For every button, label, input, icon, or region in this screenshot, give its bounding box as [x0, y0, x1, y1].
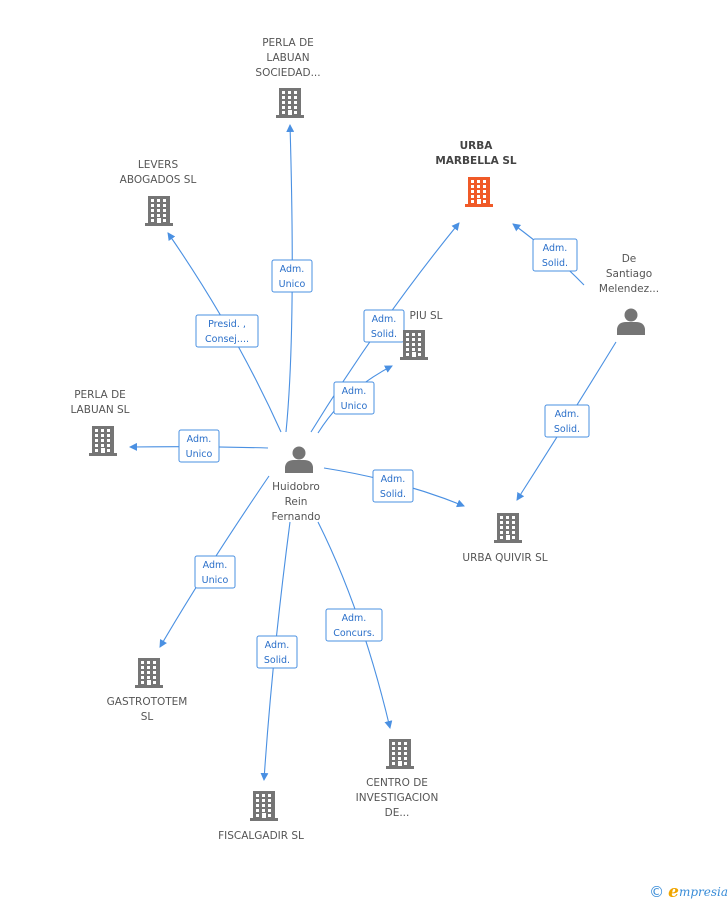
node-label: PIU SL — [410, 310, 443, 322]
role-box-frame — [195, 314, 259, 348]
role-label: Adm. — [342, 386, 367, 397]
role-box-centro_investigacion[interactable]: Adm. Concurs. — [325, 608, 383, 642]
role-label: Solid. — [264, 655, 290, 666]
role-label: Consej.... — [205, 334, 249, 345]
brand-logo-e: e — [668, 882, 679, 902]
node-piu[interactable]: PIU SL — [400, 310, 443, 360]
role-label: Adm. — [555, 409, 580, 420]
role-box-piu[interactable]: Adm. Unico — [333, 381, 375, 415]
node-label: Fernando — [272, 511, 321, 523]
role-box-urba_marbella[interactable]: Adm. Solid. — [363, 309, 405, 343]
node-label: Rein — [285, 496, 308, 508]
role-box-frame — [532, 238, 578, 272]
role-box-urba_marbella[interactable]: Adm. Solid. — [532, 238, 578, 272]
node-label: De — [622, 253, 637, 265]
role-label: Adm. — [381, 474, 406, 485]
role-box-frame — [544, 404, 590, 438]
role-label: Unico — [279, 279, 306, 290]
copyright-icon: © — [649, 883, 665, 901]
person-icon — [285, 446, 313, 473]
role-label: Solid. — [554, 424, 580, 435]
node-label: GASTROTOTEM — [107, 696, 188, 708]
node-label: Huidobro — [272, 481, 320, 493]
role-label: Solid. — [371, 329, 397, 340]
role-label: Adm. — [543, 243, 568, 254]
building-icon — [145, 196, 173, 226]
brand-name: mpresia — [678, 885, 728, 899]
node-urba-quivir[interactable]: URBA QUIVIR SL — [462, 513, 548, 564]
node-label: FISCALGADIR SL — [218, 830, 304, 842]
node-perla-labuan-sl[interactable]: PERLA DE LABUAN SL — [70, 389, 130, 456]
node-label: LABUAN — [266, 52, 309, 64]
node-label: MARBELLA SL — [435, 155, 517, 167]
node-label: LEVERS — [138, 159, 179, 171]
person-icon — [617, 308, 645, 335]
role-label: Adm. — [187, 434, 212, 445]
role-label: Unico — [341, 401, 368, 412]
node-label: PERLA DE — [262, 37, 314, 49]
role-label: Unico — [202, 575, 229, 586]
role-label: Adm. — [342, 613, 367, 624]
role-label: Adm. — [280, 264, 305, 275]
role-box-frame — [363, 309, 405, 343]
node-label: PERLA DE — [74, 389, 126, 401]
role-label: Concurs. — [333, 628, 375, 639]
role-box-fiscalgadir[interactable]: Adm. Solid. — [256, 635, 298, 669]
role-box-frame — [325, 608, 383, 642]
empresia-brand[interactable]: © e mpresia — [649, 882, 728, 902]
building-icon — [135, 658, 163, 688]
node-label: Melendez... — [599, 283, 659, 295]
node-fiscalgadir[interactable]: FISCALGADIR SL — [218, 791, 304, 842]
building-icon — [250, 791, 278, 821]
node-label: ABOGADOS SL — [120, 174, 197, 186]
building-icon — [386, 739, 414, 769]
role-label: Adm. — [265, 640, 290, 651]
node-label: SOCIEDAD... — [255, 67, 320, 79]
building-icon — [89, 426, 117, 456]
node-label: URBA — [460, 140, 494, 152]
role-box-frame — [178, 429, 220, 463]
role-label: Presid. , — [208, 319, 246, 330]
node-label: DE... — [385, 807, 410, 819]
nodes-layer: PERLA DE LABUAN SOCIEDAD... URBA MARBELLA SL… — [70, 37, 659, 842]
node-levers-abogados[interactable]: LEVERS ABOGADOS SL — [120, 159, 197, 226]
role-box-levers_abogados[interactable]: Presid. , Consej.... — [195, 314, 259, 348]
node-de-santiago[interactable]: DeSantiagoMelendez... — [599, 253, 659, 335]
role-box-frame — [372, 469, 414, 503]
building-icon — [494, 513, 522, 543]
role-box-frame — [256, 635, 298, 669]
role-box-urba_quivir[interactable]: Adm. Solid. — [372, 469, 414, 503]
role-box-perla_labuan_sociedad[interactable]: Adm. Unico — [271, 259, 313, 293]
node-label: URBA QUIVIR SL — [462, 552, 547, 564]
role-box-frame — [271, 259, 313, 293]
building-icon — [465, 177, 493, 207]
node-centro-investigacion[interactable]: CENTRO DE INVESTIGACION DE... — [356, 739, 439, 819]
role-box-frame — [333, 381, 375, 415]
node-urba-marbella[interactable]: URBA MARBELLA SL — [435, 140, 517, 207]
building-icon — [276, 88, 304, 118]
node-gastrototem[interactable]: GASTROTOTEM SL — [107, 658, 188, 723]
role-label: Adm. — [372, 314, 397, 325]
node-label: CENTRO DE — [366, 777, 428, 789]
role-label: Solid. — [380, 489, 406, 500]
building-icon — [400, 330, 428, 360]
role-label: Adm. — [203, 560, 228, 571]
node-label: LABUAN SL — [70, 404, 129, 416]
edge-huidobro-to-perla_labuan_sociedad — [285, 124, 295, 433]
role-box-urba_quivir[interactable]: Adm. Solid. — [544, 404, 590, 438]
node-label: SL — [141, 711, 154, 723]
role-label: Solid. — [542, 258, 568, 269]
node-label: Santiago — [606, 268, 652, 280]
role-box-perla_labuan_sl[interactable]: Adm. Unico — [178, 429, 220, 463]
role-box-gastrototem[interactable]: Adm. Unico — [194, 555, 236, 589]
node-label: INVESTIGACION — [356, 792, 439, 804]
role-box-frame — [194, 555, 236, 589]
node-perla-labuan-sociedad[interactable]: PERLA DE LABUAN SOCIEDAD... — [255, 37, 321, 118]
role-label: Unico — [186, 449, 213, 460]
